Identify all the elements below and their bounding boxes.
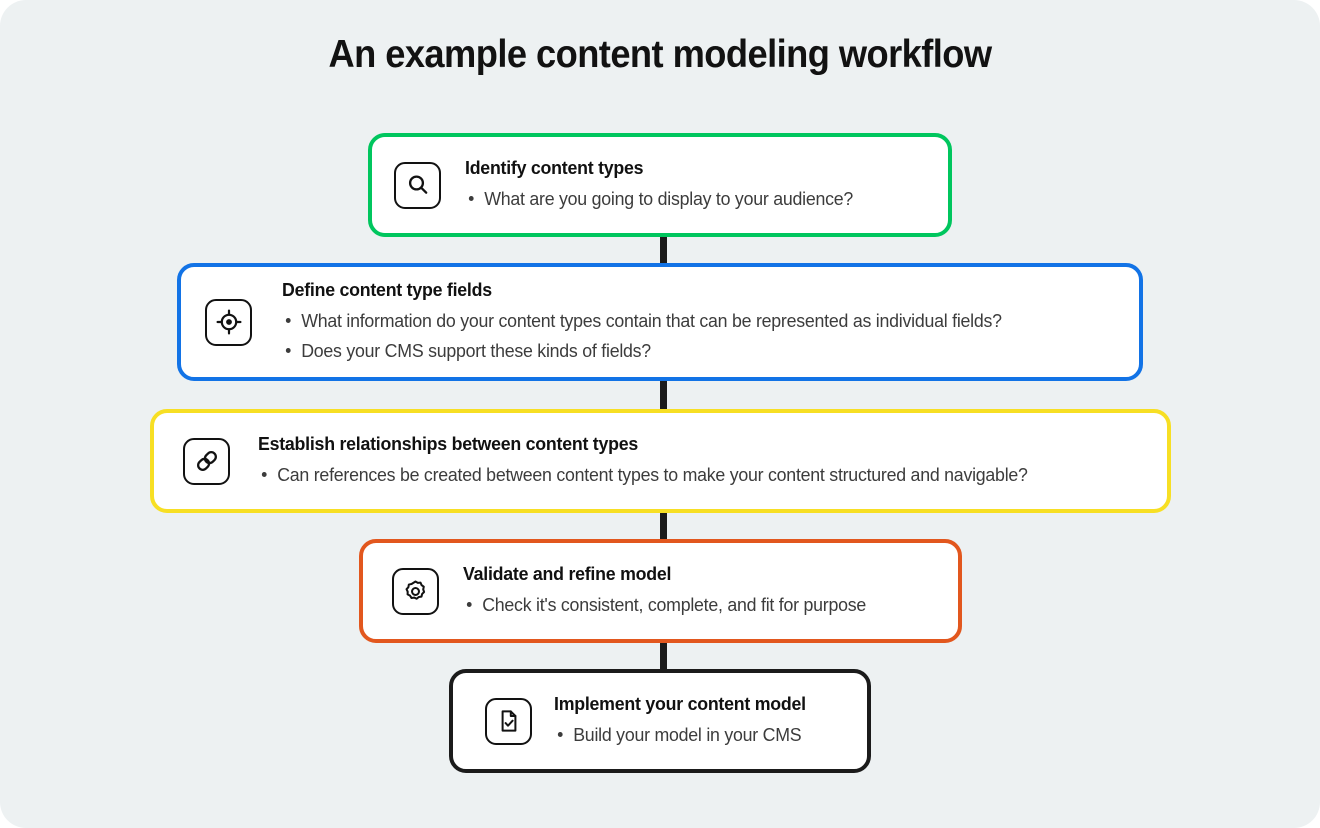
flow-step-implement-content-model[interactable]: Implement your content model Build your … [449, 669, 871, 773]
link-icon [183, 437, 230, 485]
search-icon [394, 161, 441, 209]
step-heading: Identify content types [465, 157, 644, 179]
step-icon-wrapper [205, 298, 252, 346]
step-bullet-list: Build your model in your CMS [554, 720, 847, 750]
flow-step-establish-relationships[interactable]: Establish relationships between content … [150, 409, 1171, 513]
step-icon-wrapper [394, 161, 441, 209]
list-item: Build your model in your CMS [554, 720, 835, 750]
step-body: Validate and refine model Check it's con… [463, 562, 938, 619]
list-item: Can references be created between conten… [258, 460, 1111, 490]
step-heading: Establish relationships between content … [258, 433, 639, 455]
step-body: Establish relationships between content … [258, 432, 1147, 489]
step-heading: Validate and refine model [463, 563, 672, 585]
step-icon-wrapper [183, 437, 230, 485]
flow-step-define-content-type-fields[interactable]: Define content type fields What informat… [177, 263, 1143, 381]
list-item: Check it's consistent, complete, and fit… [463, 590, 919, 620]
step-bullet-list: Can references be created between conten… [258, 460, 1147, 490]
step-body: Implement your content model Build your … [554, 692, 847, 749]
step-icon-wrapper [485, 697, 532, 745]
connector-1-2 [660, 233, 667, 267]
gear-icon [392, 567, 439, 615]
connector-2-3 [660, 377, 667, 413]
page-title: An example content modeling workflow [328, 33, 992, 76]
document-check-icon [485, 697, 532, 745]
step-bullet-list: What information do your content types c… [282, 306, 1119, 366]
flow-step-validate-and-refine-model[interactable]: Validate and refine model Check it's con… [359, 539, 962, 643]
connector-3-4 [660, 509, 667, 543]
flow-step-identify-content-types[interactable]: Identify content types What are you goin… [368, 133, 952, 237]
list-item: What information do your content types c… [282, 306, 1086, 336]
step-bullet-list: Check it's consistent, complete, and fit… [463, 590, 938, 620]
step-icon-wrapper [392, 567, 439, 615]
list-item: What are you going to display to your au… [465, 184, 909, 214]
list-item: Does your CMS support these kinds of fie… [282, 336, 1086, 366]
target-icon [205, 298, 252, 346]
step-heading: Define content type fields [282, 279, 492, 301]
step-body: Define content type fields What informat… [282, 278, 1119, 365]
step-bullet-list: What are you going to display to your au… [465, 184, 928, 214]
connector-4-5 [660, 639, 667, 673]
step-heading: Implement your content model [554, 693, 806, 715]
step-body: Identify content types What are you goin… [465, 156, 928, 213]
